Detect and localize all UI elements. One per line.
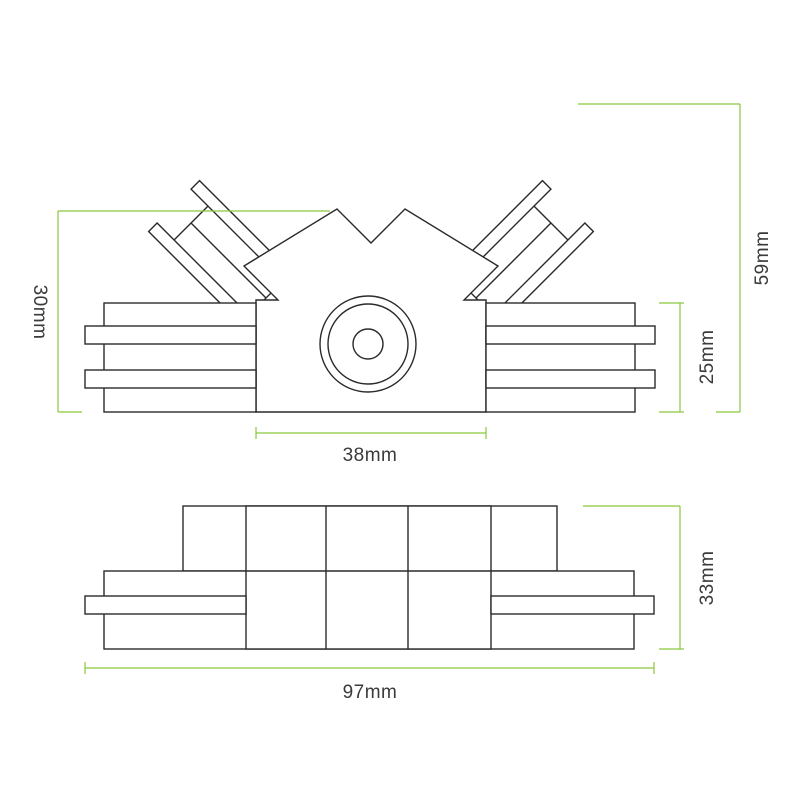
dim-height-right: 25mm (659, 302, 718, 413)
dim-label-height-side: 33mm (697, 551, 718, 606)
dim-width-total: 97mm (84, 662, 655, 703)
dim-width-center: 38mm (255, 427, 487, 466)
dim-label-height-right: 25mm (697, 330, 718, 385)
dim-label-width-center: 38mm (343, 445, 398, 466)
side-view (84, 505, 655, 650)
dim-height-total: 59mm (578, 103, 773, 413)
top-view (84, 179, 656, 413)
dim-label-width-total: 97mm (343, 682, 398, 703)
left-connector (84, 302, 257, 413)
central-hub (242, 208, 500, 413)
dim-label-height-left: 30mm (29, 285, 50, 340)
right-connector (485, 302, 656, 413)
dim-height-left: 30mm (29, 210, 330, 413)
dim-height-side: 33mm (583, 505, 718, 650)
dim-label-height-total: 59mm (752, 231, 773, 286)
center-port-icon (319, 295, 417, 393)
